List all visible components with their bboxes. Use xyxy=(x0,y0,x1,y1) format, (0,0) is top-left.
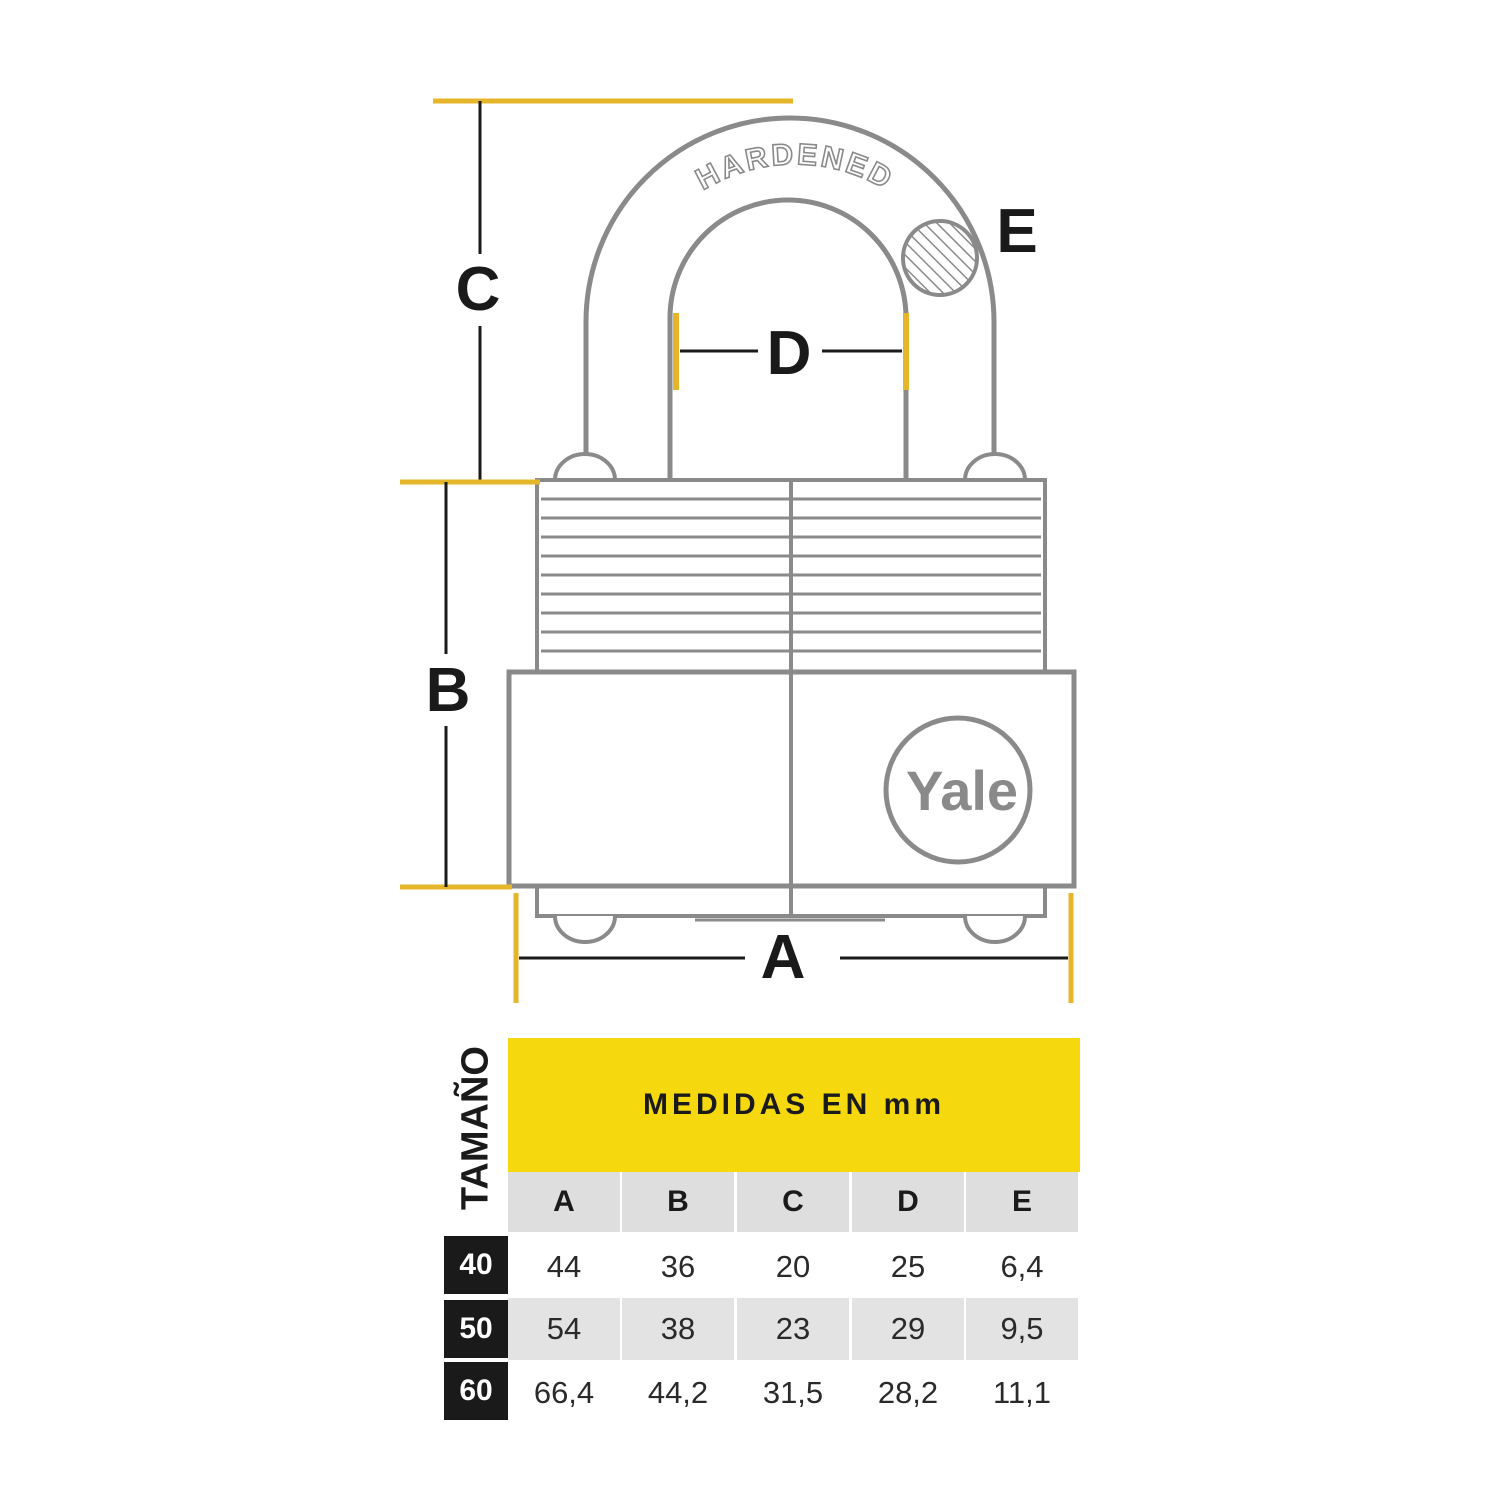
value-cell: 66,4 xyxy=(533,1375,595,1410)
value-cell: 36 xyxy=(660,1249,696,1284)
shackle: HARDENED xyxy=(583,115,997,478)
dimension-d: D xyxy=(673,313,909,390)
column-header-a: A xyxy=(508,1172,620,1232)
label-a: A xyxy=(761,923,806,992)
table-header: MEDIDAS EN mm xyxy=(508,1038,1080,1172)
shackle-cross-section xyxy=(901,219,979,297)
size-label-wrap: TAMAÑO xyxy=(444,1040,508,1216)
value-cell: 44 xyxy=(546,1249,582,1284)
column-header-c: C xyxy=(737,1172,849,1232)
label-b: B xyxy=(426,656,471,725)
yale-logo: Yale xyxy=(883,715,1033,865)
label-c: C xyxy=(456,255,501,324)
value-cell: 54 xyxy=(508,1298,620,1360)
column-header-e: E xyxy=(966,1172,1078,1232)
size-cell: 60 xyxy=(444,1362,508,1420)
padlock-diagram: HARDENED Yale xyxy=(400,98,1077,1003)
dimension-a: A xyxy=(513,893,1074,1003)
column-header-d: D xyxy=(852,1172,964,1232)
label-d: D xyxy=(767,319,812,388)
dimension-c: C xyxy=(433,98,793,480)
value-cell: 38 xyxy=(622,1298,734,1360)
value-cell: 11,1 xyxy=(992,1375,1052,1410)
value-cell: 31,5 xyxy=(762,1375,824,1410)
brand-text: Yale xyxy=(906,759,1018,822)
value-cell: 23 xyxy=(737,1298,849,1360)
value-cell: 25 xyxy=(890,1249,926,1284)
size-cell: 50 xyxy=(444,1300,508,1358)
column-header-b: B xyxy=(622,1172,734,1232)
value-cell: 44,2 xyxy=(647,1375,709,1410)
padlock-body-top xyxy=(535,452,1047,674)
size-label: TAMAÑO xyxy=(454,1046,497,1210)
label-e: E xyxy=(996,197,1037,266)
value-cell: 6,4 xyxy=(1000,1249,1044,1284)
value-cell: 9,5 xyxy=(966,1298,1078,1360)
value-cell: 29 xyxy=(852,1298,964,1360)
value-cell: 20 xyxy=(775,1249,811,1284)
shackle-hardened-text: HARDENED xyxy=(690,138,899,196)
dimension-b: B xyxy=(400,479,540,890)
value-cell: 28,2 xyxy=(877,1375,939,1410)
size-cell: 40 xyxy=(444,1236,508,1294)
